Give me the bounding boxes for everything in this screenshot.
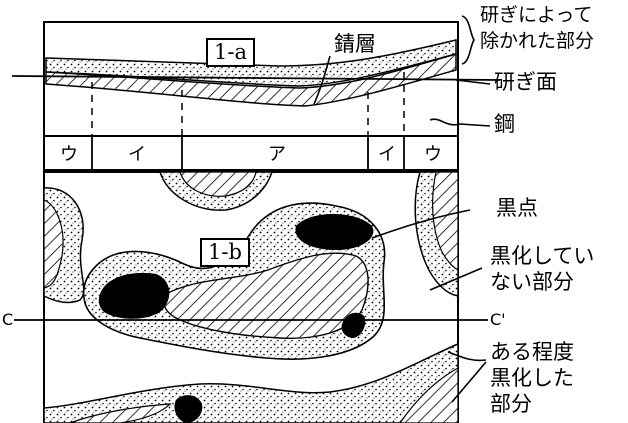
annotation-some-black-line1: ある程度 [490, 340, 574, 364]
leader-lines [313, 15, 491, 403]
black-spot-top [295, 214, 374, 250]
annotation-some-black-line2: 黒化した [490, 366, 574, 390]
annotation-non-black-line1: 黒化してい [490, 244, 595, 268]
cut-label-left: C [2, 310, 14, 329]
annotation-black-spot: 黒点 [496, 196, 538, 220]
figure-label-1a: 1-a [206, 38, 255, 67]
removed-layer [45, 39, 457, 87]
annotation-some-black-line3: 部分 [490, 392, 532, 416]
annotation-polished-surface: 研ぎ面 [494, 70, 557, 94]
polished-surface-line [11, 75, 501, 81]
panel-1b [14, 171, 488, 423]
black-spot-right [341, 312, 366, 338]
annotation-removed-line1: 研ぎによって [480, 4, 593, 26]
annotation-rust-layer: 錆層 [334, 32, 376, 56]
zone-label-a: ア [268, 144, 286, 165]
annotation-non-black-line2: ない部分 [490, 270, 574, 294]
figure-label-1b: 1-b [200, 238, 250, 267]
black-spot-left [98, 272, 170, 319]
zone-label-u-left: ウ [60, 144, 78, 165]
annotation-removed-line2: 除かれた部分 [480, 30, 595, 52]
zone-label-i-left: イ [128, 144, 146, 165]
zone-label-u-right: ウ [424, 144, 442, 165]
cut-label-right: C' [490, 310, 506, 329]
annotation-steel: 鋼 [494, 112, 515, 136]
stipple-bottom [43, 342, 459, 423]
rust-layer [45, 53, 457, 107]
zone-label-i-right: イ [378, 144, 396, 165]
zone-strip [43, 135, 459, 171]
